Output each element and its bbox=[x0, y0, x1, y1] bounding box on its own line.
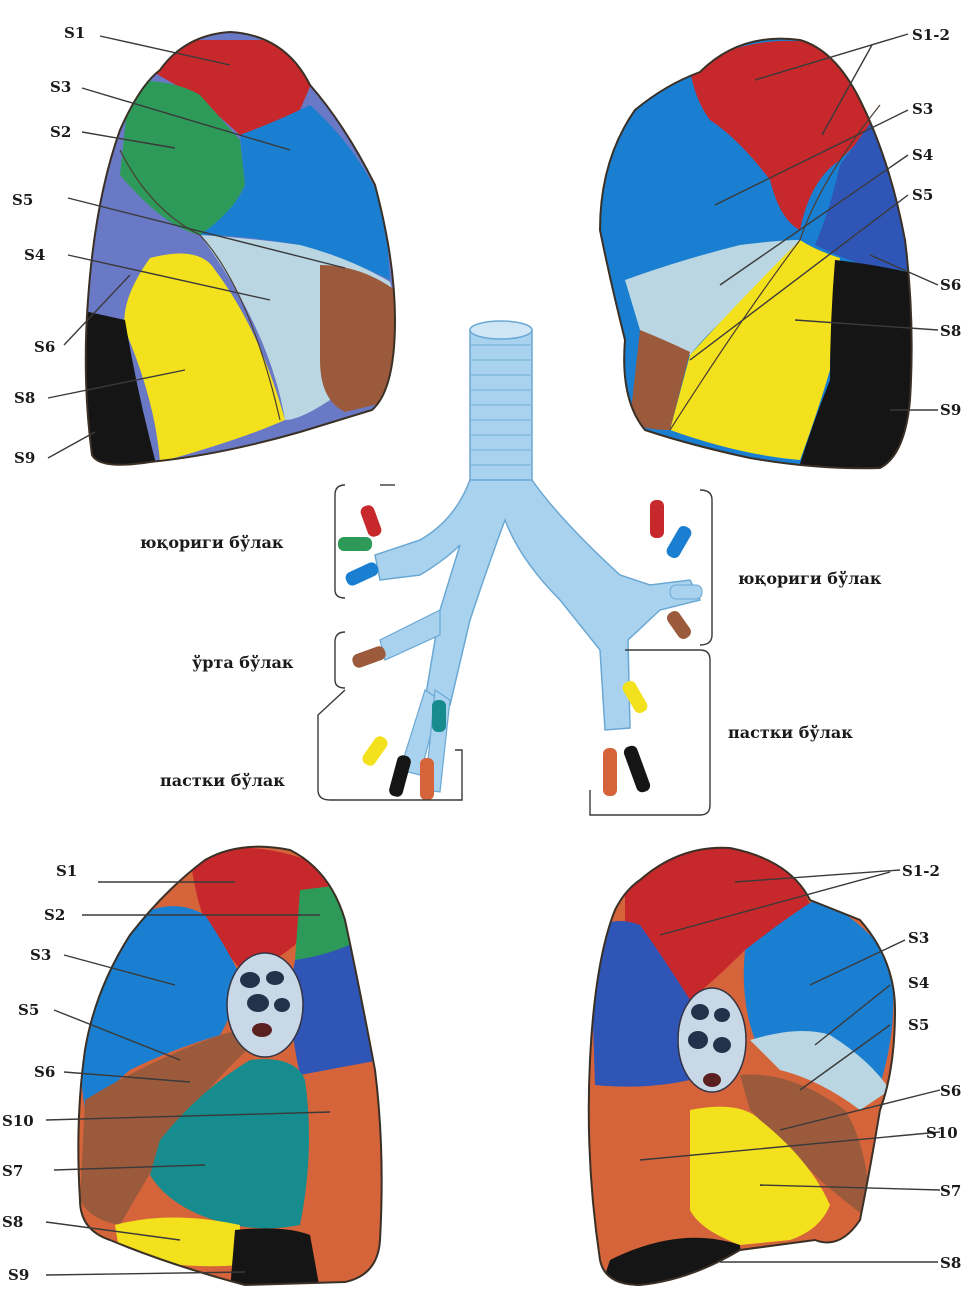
label-tl-0: S1 bbox=[64, 24, 85, 42]
tip-red-l bbox=[359, 504, 383, 539]
hilum-br bbox=[678, 988, 746, 1092]
labels-bottom-right: S1-2 S3 S4 S5 S6 S10 S7 S8 bbox=[902, 862, 961, 1272]
label-bl-5: S10 bbox=[2, 1112, 34, 1130]
top-left-lung bbox=[60, 20, 420, 480]
label-br-5: S10 bbox=[926, 1124, 958, 1142]
label-tl-6: S8 bbox=[14, 389, 35, 407]
label-tr-3: S5 bbox=[912, 186, 933, 204]
label-bl-0: S1 bbox=[56, 862, 77, 880]
label-tl-4: S4 bbox=[24, 246, 45, 264]
hilum-bl bbox=[227, 953, 303, 1057]
label-br-2: S4 bbox=[908, 974, 929, 992]
tip-black-r bbox=[622, 744, 652, 794]
tip-blue-l bbox=[344, 560, 381, 587]
label-tr-2: S4 bbox=[912, 146, 933, 164]
label-bl-1: S2 bbox=[44, 906, 65, 924]
tip-teal-l bbox=[432, 700, 446, 732]
trachea-opening bbox=[470, 321, 532, 339]
label-bl-4: S6 bbox=[34, 1063, 55, 1081]
tip-red-r bbox=[650, 500, 664, 538]
label-right-upper-lobe: юқориги бўлак bbox=[738, 569, 882, 588]
tip-yellow-l bbox=[360, 734, 390, 768]
label-br-7: S8 bbox=[940, 1254, 961, 1272]
label-tl-2: S2 bbox=[50, 123, 71, 141]
labels-top-left: S1 S3 S2 S5 S4 S6 S8 S9 bbox=[12, 24, 85, 467]
tip-lightblue-r bbox=[670, 585, 702, 599]
trachea bbox=[470, 330, 532, 490]
tip-brown-r bbox=[665, 609, 694, 642]
label-tl-1: S3 bbox=[50, 78, 71, 96]
bracket-left-middle bbox=[335, 632, 345, 688]
label-tr-0: S1-2 bbox=[912, 26, 950, 44]
label-br-0: S1-2 bbox=[902, 862, 940, 880]
label-bl-3: S5 bbox=[18, 1001, 39, 1019]
label-tr-4: S6 bbox=[940, 276, 961, 294]
tip-green-l bbox=[338, 537, 372, 551]
label-tl-3: S5 bbox=[12, 191, 33, 209]
label-bl-8: S9 bbox=[8, 1266, 29, 1284]
label-br-6: S7 bbox=[940, 1182, 961, 1200]
label-bl-6: S7 bbox=[2, 1162, 23, 1180]
label-tr-1: S3 bbox=[912, 100, 933, 118]
segment-s8-bl bbox=[115, 1218, 240, 1267]
middle-lobe-bronchus bbox=[380, 610, 440, 660]
bottom-left-lung bbox=[70, 840, 390, 1290]
tip-orange-l bbox=[420, 758, 434, 800]
labels-top-right: S1-2 S3 S4 S5 S6 S8 S9 bbox=[912, 26, 961, 419]
tip-brown-l bbox=[351, 645, 388, 670]
label-br-1: S3 bbox=[908, 929, 929, 947]
labels-bottom-left: S1 S2 S3 S5 S6 S10 S7 S8 S9 bbox=[2, 862, 77, 1284]
tip-black-l bbox=[388, 754, 412, 798]
label-bl-2: S3 bbox=[30, 946, 51, 964]
label-bl-7: S8 bbox=[2, 1213, 23, 1231]
label-tr-5: S8 bbox=[940, 322, 961, 340]
label-tl-7: S9 bbox=[14, 449, 35, 467]
segment-s9-bl bbox=[230, 1228, 320, 1290]
bracket-right-upper bbox=[700, 490, 712, 645]
label-tl-5: S6 bbox=[34, 338, 55, 356]
tip-orange-r bbox=[603, 748, 617, 796]
tip-blue-r bbox=[664, 524, 693, 560]
bottom-right-lung bbox=[580, 840, 900, 1290]
label-left-upper-lobe: юқориги бўлак bbox=[140, 533, 284, 552]
labels-bronchus: юқориги бўлак ўрта бўлак пастки бўлак юқ… bbox=[140, 533, 882, 790]
label-left-middle-lobe: ўрта бўлак bbox=[192, 653, 294, 672]
label-tr-6: S9 bbox=[940, 401, 961, 419]
label-br-4: S6 bbox=[940, 1082, 961, 1100]
segment-s5 bbox=[320, 265, 395, 412]
label-br-3: S5 bbox=[908, 1016, 929, 1034]
label-right-lower-lobe: пастки бўлак bbox=[728, 723, 853, 742]
label-left-lower-lobe: пастки бўлак bbox=[160, 771, 285, 790]
top-right-lung bbox=[590, 25, 930, 485]
